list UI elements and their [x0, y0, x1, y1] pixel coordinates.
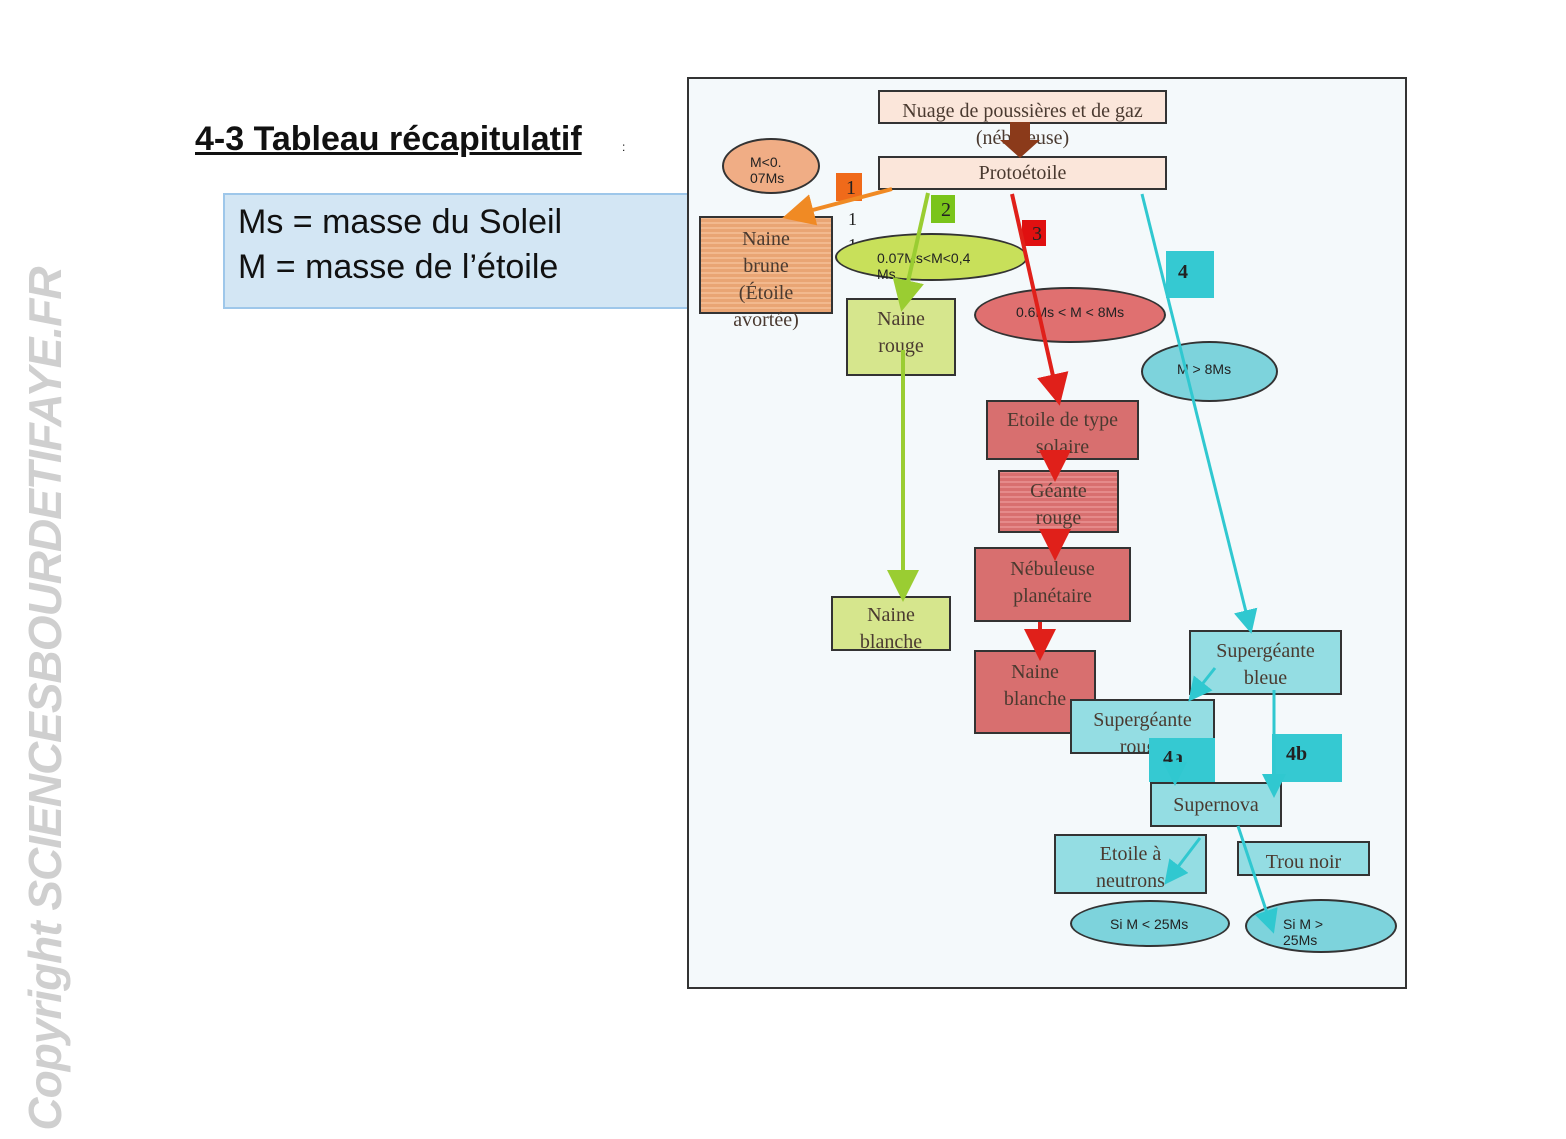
- tag-3: 3: [1022, 220, 1046, 246]
- node-naine-rouge-label: Naine rouge: [877, 308, 925, 357]
- node-supernova-label: Supernova: [1173, 794, 1259, 816]
- node-naine-brune-label: Naine brune (Étoile avortée): [733, 228, 799, 331]
- definition-m: M = masse de l’étoile: [238, 248, 559, 286]
- condition-m-small: M<0. 07Ms: [722, 138, 820, 194]
- condition-m-massive-label: M > 8Ms: [1177, 361, 1232, 377]
- condition-m-lt25: Si M < 25Ms: [1070, 900, 1230, 947]
- node-trou-noir: Trou noir: [1237, 841, 1370, 876]
- node-naine-blanche-red: Naine blanche: [974, 650, 1096, 734]
- tag-4a: 4a: [1149, 738, 1215, 782]
- tag-2-label: 2: [941, 199, 951, 221]
- node-etoile-solaire: Etoile de type solaire: [986, 400, 1139, 460]
- node-geante-rouge: Géante rouge: [998, 470, 1119, 533]
- node-naine-blanche-green-label: Naine blanche: [859, 604, 923, 653]
- tag-2: 2: [931, 195, 955, 223]
- tag-3-label: 3: [1032, 223, 1042, 245]
- condition-m-red-dwarf-label: 0.07Ms<M<0,4 Ms: [877, 250, 971, 282]
- condition-m-gt25-label: Si M > 25Ms: [1283, 916, 1324, 948]
- tag-4b-label: 4b: [1286, 743, 1308, 765]
- condition-m-solar-label: 0.6Ms < M < 8Ms: [1016, 304, 1125, 320]
- node-protoetoile: Protoétoile: [878, 156, 1167, 190]
- condition-m-lt25-label: Si M < 25Ms: [1110, 916, 1189, 932]
- node-nebuleuse-planetaire: Nébuleuse planétaire: [974, 547, 1131, 622]
- condition-m-gt25: Si M > 25Ms: [1245, 899, 1397, 953]
- node-naine-rouge: Naine rouge: [846, 298, 956, 376]
- node-etoile-neutrons-label: Etoile à neutrons: [1096, 843, 1165, 892]
- definitions-box: [223, 193, 693, 309]
- tag-1-label: 1: [846, 177, 856, 199]
- tag-4: 4: [1166, 251, 1214, 298]
- node-etoile-neutrons: Etoile à neutrons: [1054, 834, 1207, 894]
- title-colon: :: [622, 140, 626, 154]
- page-title: 4-3 Tableau récapitulatif: [195, 120, 582, 158]
- node-nuage-label: Nuage de poussières et de gaz (nébuleuse…: [902, 100, 1143, 149]
- condition-m-solar: 0.6Ms < M < 8Ms: [974, 287, 1166, 343]
- definition-ms: Ms = masse du Soleil: [238, 203, 563, 241]
- node-protoetoile-label: Protoétoile: [978, 162, 1067, 184]
- condition-m-massive: M > 8Ms: [1141, 341, 1278, 402]
- condition-m-small-label: M<0. 07Ms: [750, 154, 785, 186]
- node-supernova: Supernova: [1150, 782, 1282, 827]
- tag-4a-label: 4a: [1163, 747, 1183, 769]
- node-naine-blanche-green: Naine blanche: [831, 596, 951, 653]
- node-etoile-solaire-label: Etoile de type solaire: [1006, 409, 1119, 458]
- tag-1: 1: [836, 173, 862, 201]
- tag-1-secondary: 1: [848, 209, 857, 229]
- node-naine-blanche-red-label: Naine blanche: [1003, 661, 1067, 710]
- tag-4b: 4b: [1272, 734, 1342, 782]
- tag-4-label: 4: [1178, 261, 1188, 283]
- node-supergeante-bleue: Supergéante bleue: [1189, 630, 1342, 695]
- node-supergeante-bleue-label: Supergéante bleue: [1216, 640, 1315, 689]
- node-geante-rouge-label: Géante rouge: [1030, 480, 1087, 529]
- node-naine-brune: Naine brune (Étoile avortée): [699, 216, 833, 331]
- node-nuage: Nuage de poussières et de gaz (nébuleuse…: [878, 90, 1167, 149]
- node-nebuleuse-planetaire-label: Nébuleuse planétaire: [1010, 558, 1095, 607]
- node-trou-noir-label: Trou noir: [1265, 851, 1342, 873]
- condition-m-red-dwarf: 0.07Ms<M<0,4 Ms: [835, 233, 1028, 282]
- copyright-watermark: Copyright SCIENCESBOURDETIFAYE.FR: [19, 267, 71, 1131]
